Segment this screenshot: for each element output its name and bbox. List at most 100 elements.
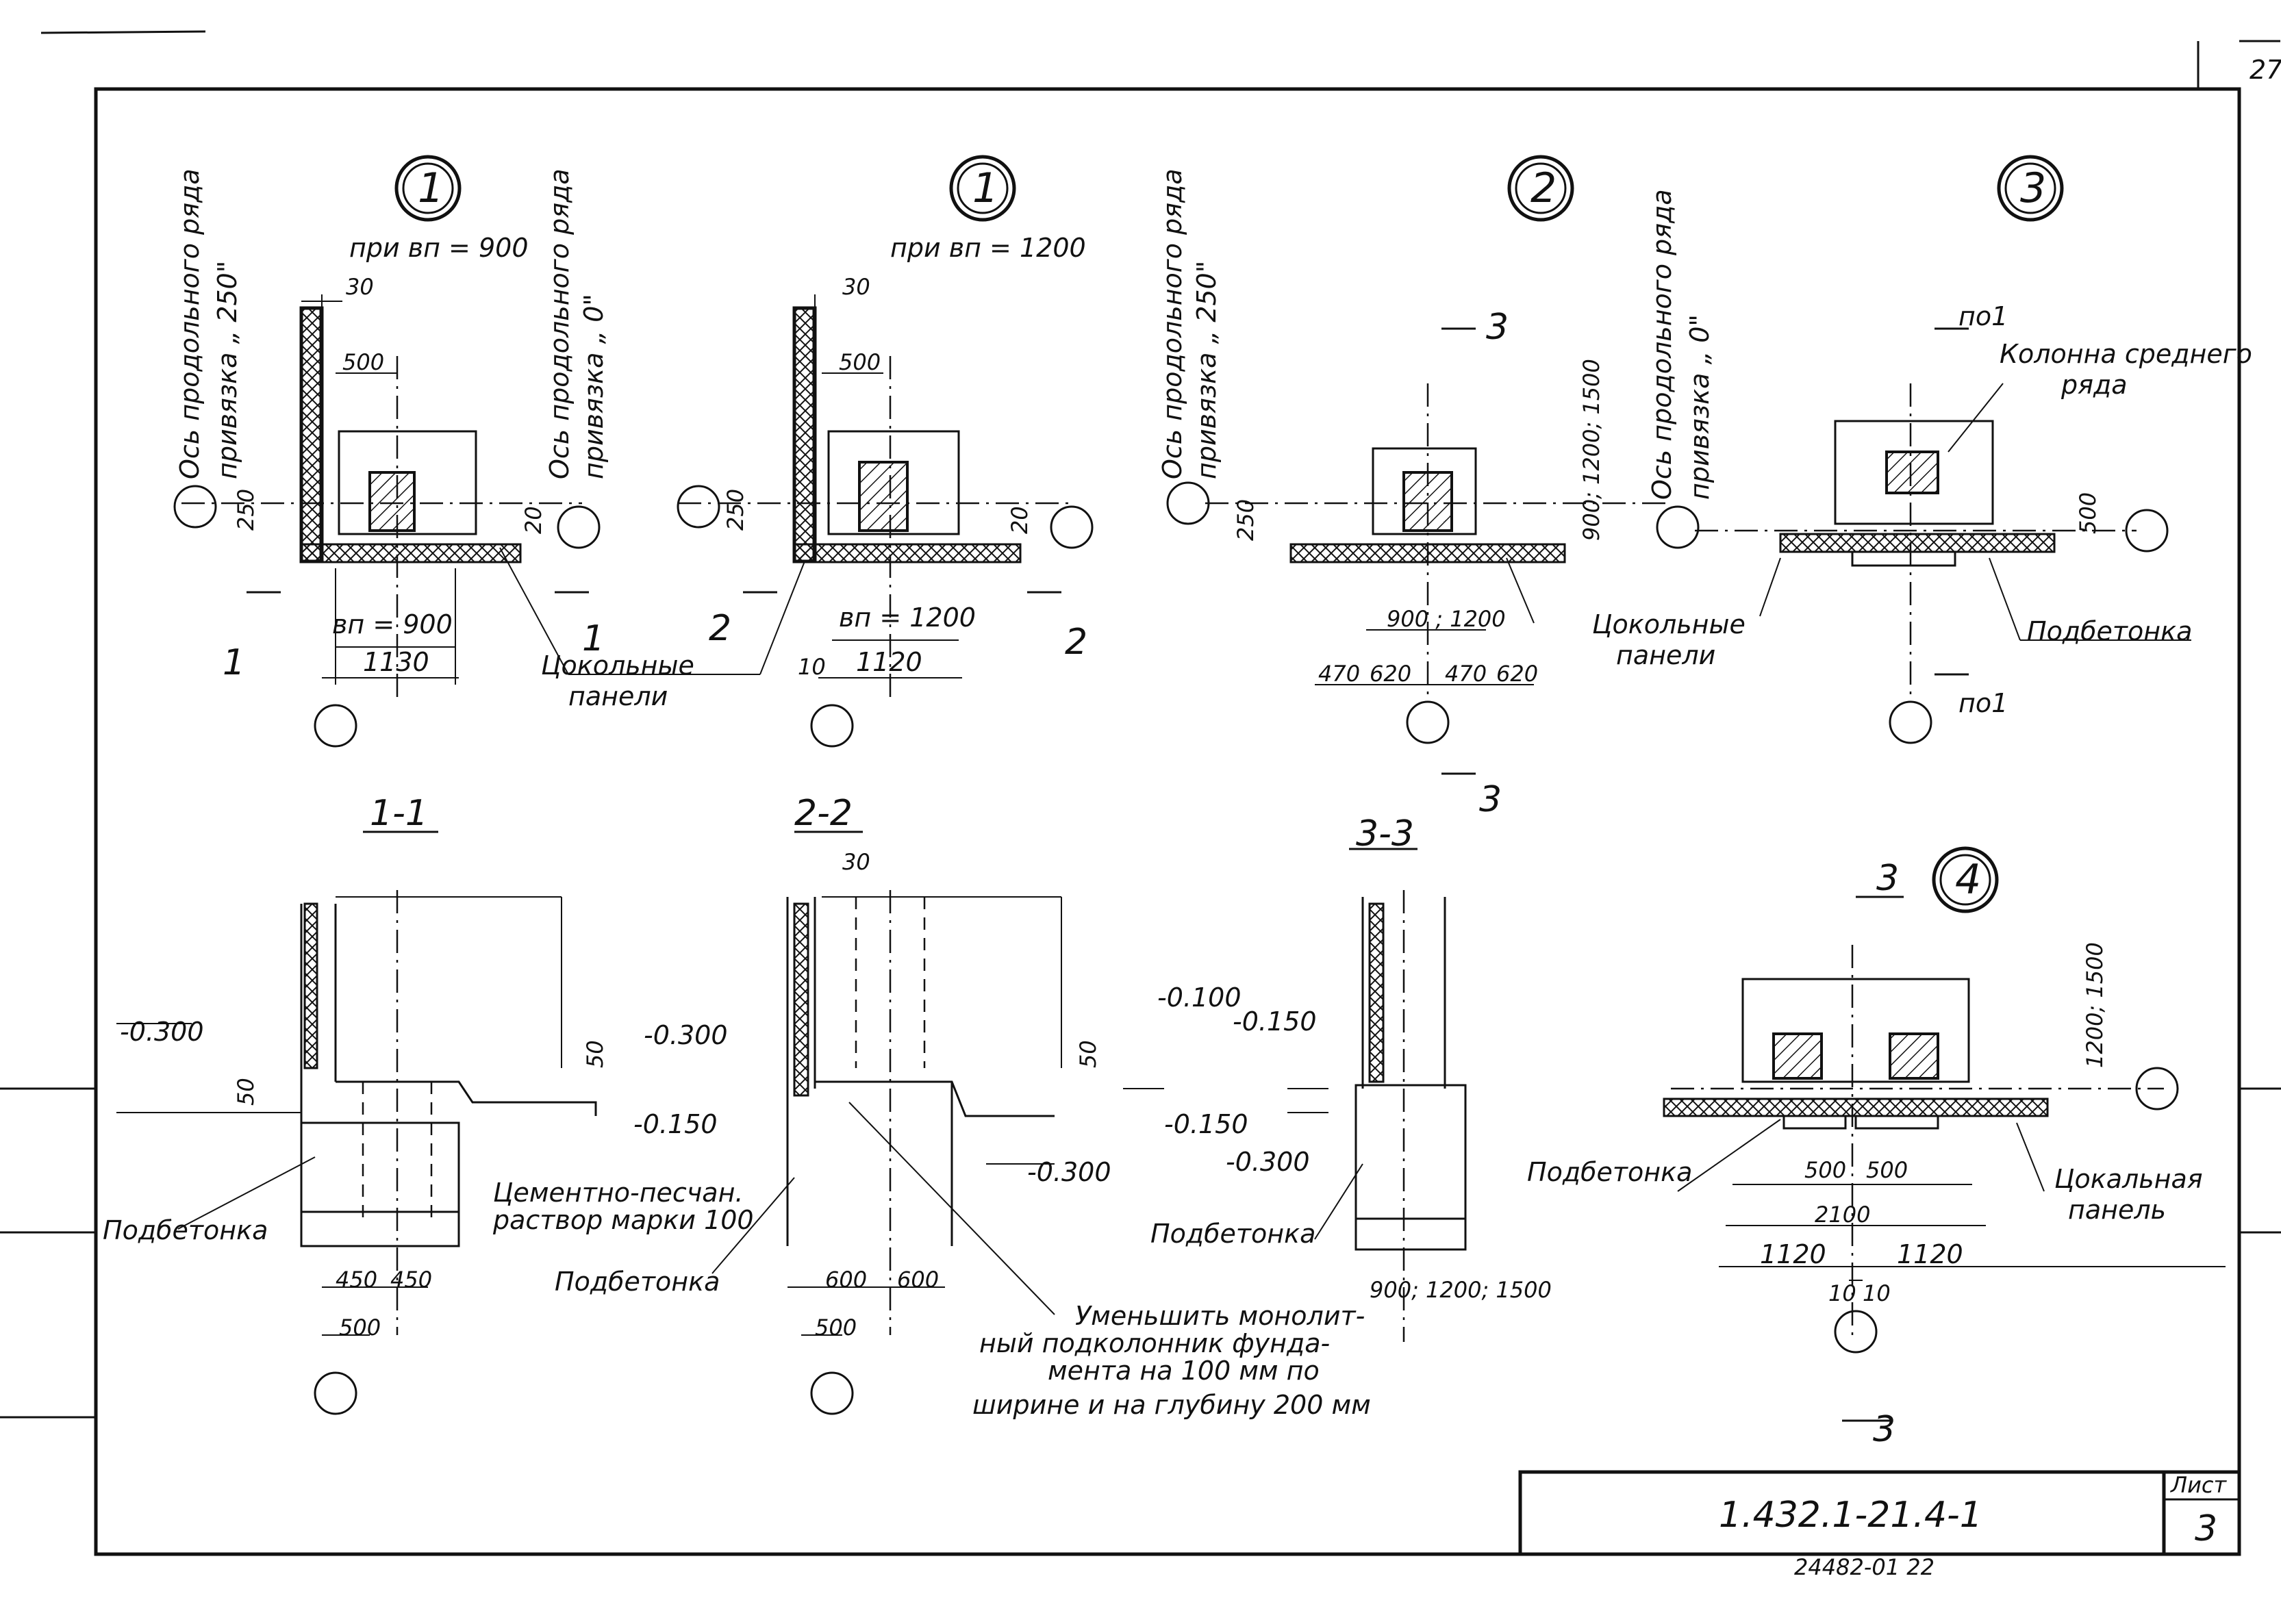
dim-20-n1a: 20 <box>520 506 546 534</box>
title-block <box>1518 1470 2241 1556</box>
mortar-a: Цементно-песчан. <box>493 1178 744 1208</box>
axis-250-label-a-2: Ось продольного ряда <box>1157 168 1187 479</box>
node-2 <box>1166 155 1671 775</box>
dim-900-1200-1500-n2: 900; 1200; 1500 <box>1578 359 1604 541</box>
axis-250-label-a: Ось продольного ряда <box>175 168 205 479</box>
dim-470-a: 470 <box>1318 661 1360 687</box>
dim-500-n1a: 500 <box>342 349 384 375</box>
section-2-2 <box>711 830 1164 1415</box>
concrete-prep-33: Подбетонка <box>1150 1219 1315 1249</box>
plinth-panels-a-1: Цокольные <box>541 650 694 681</box>
doc-code: 1.432.1-21.4-1 <box>1719 1495 1982 1536</box>
axis-250-label-b: привязка „ 250" <box>212 261 242 479</box>
plinth-panel-b: панель <box>2068 1195 2166 1225</box>
dim-600-a: 600 <box>825 1267 867 1293</box>
cut-1-left: 1 <box>223 642 245 683</box>
section-1-1 <box>116 830 597 1415</box>
plinth-panels-b-2: панели <box>1616 640 1715 670</box>
node-1a-condition: при вп = 900 <box>349 233 529 263</box>
note-reduce-2: ный подколонник фунда- <box>979 1328 1330 1358</box>
section-no1-top: по1 <box>1958 301 2008 331</box>
dim-450-a: 450 <box>336 1267 377 1293</box>
dim-250-n1b: 250 <box>722 489 748 531</box>
section-no1-bottom: по1 <box>1958 688 2008 718</box>
dim-2100: 2100 <box>1815 1202 1870 1228</box>
node-3-mark: 3 <box>2020 164 2046 212</box>
section-title-11: 1-1 <box>370 793 428 834</box>
dim-30-22: 30 <box>842 849 870 875</box>
dim-470-b: 470 <box>1445 661 1487 687</box>
node-4-mark: 4 <box>1955 856 1981 904</box>
plinth-panels-b-1: панели <box>568 681 668 711</box>
archive-number: 24482-01 22 <box>1794 1554 1935 1580</box>
dim-1130: 1130 <box>363 647 429 677</box>
dim-620-b: 620 <box>1496 661 1538 687</box>
dim-50-a: 50 <box>233 1078 259 1106</box>
node-2-mark: 2 <box>1530 164 1557 212</box>
node-1b-condition: при вп = 1200 <box>890 233 1086 263</box>
concrete-prep-22: Подбетонка <box>555 1267 720 1297</box>
node-4 <box>1663 846 2226 1422</box>
axis-0-label-a-2: Ось продольного ряда <box>1647 189 1677 500</box>
dim-vp1200: вп = 1200 <box>839 602 976 633</box>
concrete-prep-n4: Подбетонка <box>1527 1157 1692 1187</box>
axis-250-label-b-2: привязка „ 250" <box>1192 261 1222 479</box>
axis-0-label-b-2: привязка „ 0" <box>1685 314 1715 500</box>
level-m0150-c: -0.150 <box>1233 1006 1317 1037</box>
dim-1120-n4b: 1120 <box>1897 1239 1963 1269</box>
plinth-panels-a-2: Цокольные <box>1592 609 1746 639</box>
dim-1200-1500-n4: 1200; 1500 <box>2082 942 2108 1068</box>
dim-620-a: 620 <box>1370 661 1411 687</box>
dim-450-b: 450 <box>390 1267 432 1293</box>
page-number: 27 <box>2250 55 2281 85</box>
dim-20-n1b: 20 <box>1007 506 1033 534</box>
mortar-b: раствор марки 100 <box>492 1205 754 1235</box>
dim-vp900: вп = 900 <box>332 609 453 639</box>
dim-500-11: 500 <box>339 1315 381 1341</box>
section-title-33: 3-3 <box>1356 813 1414 854</box>
level-m0300-b: -0.300 <box>644 1020 728 1050</box>
note-reduce-4: ширине и на глубину 200 мм <box>972 1390 1371 1420</box>
dim-250-n1a: 250 <box>233 489 259 531</box>
column-middle-a: Колонна среднего <box>2000 339 2252 369</box>
dim-30-n1b: 30 <box>842 274 870 300</box>
dim-250-n2: 250 <box>1233 499 1259 541</box>
level-m0100: -0.100 <box>1157 982 1242 1013</box>
node-1a-mark: 1 <box>418 164 444 212</box>
axis-0-label-b: привязка „ 0" <box>579 294 609 479</box>
dim-50-b: 50 <box>582 1040 608 1068</box>
section-3-3 <box>1287 848 1467 1342</box>
level-m0300-c: -0.300 <box>1027 1157 1111 1187</box>
cut-2-left: 2 <box>709 608 731 649</box>
cut-2-right: 2 <box>1065 622 1087 663</box>
dim-50-c: 50 <box>1075 1040 1101 1068</box>
dim-600-b: 600 <box>897 1267 939 1293</box>
cut-3-n4-top: 3 <box>1876 858 1899 899</box>
dim-10-n4b: 10 <box>1863 1280 1891 1306</box>
node-1b-mark: 1 <box>972 164 998 212</box>
axis-0-label-a: Ось продольного ряда <box>544 168 575 479</box>
dim-900-1200-1500-33: 900; 1200; 1500 <box>1370 1277 1552 1303</box>
cut-1-right: 1 <box>582 618 605 659</box>
concrete-prep-11: Подбетонка <box>103 1215 268 1245</box>
sheet-number: 3 <box>2195 1508 2217 1549</box>
dim-500-n4b: 500 <box>1866 1157 1908 1183</box>
section-title-22: 2-2 <box>794 793 853 834</box>
cut-3-n4-bottom: 3 <box>1873 1409 1895 1450</box>
dim-500-n3: 500 <box>2075 492 2101 534</box>
level-m0150-b: -0.150 <box>1164 1109 1248 1139</box>
dim-10-n1b: 10 <box>798 654 826 680</box>
column-middle-b: ряда <box>2061 370 2128 400</box>
cut-3-top: 3 <box>1486 307 1509 348</box>
cut-3-bottom: 3 <box>1479 779 1502 820</box>
plinth-panel-a: Цокальная <box>2054 1164 2203 1194</box>
node-3 <box>1656 155 2191 744</box>
node-1-1200 <box>677 155 1094 748</box>
node-1-900 <box>173 155 760 748</box>
dim-10-n4a: 10 <box>1828 1280 1856 1306</box>
sheet-label: Лист <box>2170 1472 2227 1498</box>
dim-1120-n1b: 1120 <box>856 647 922 677</box>
level-m0300-d: -0.300 <box>1226 1147 1310 1177</box>
dim-1120-n4a: 1120 <box>1760 1239 1826 1269</box>
